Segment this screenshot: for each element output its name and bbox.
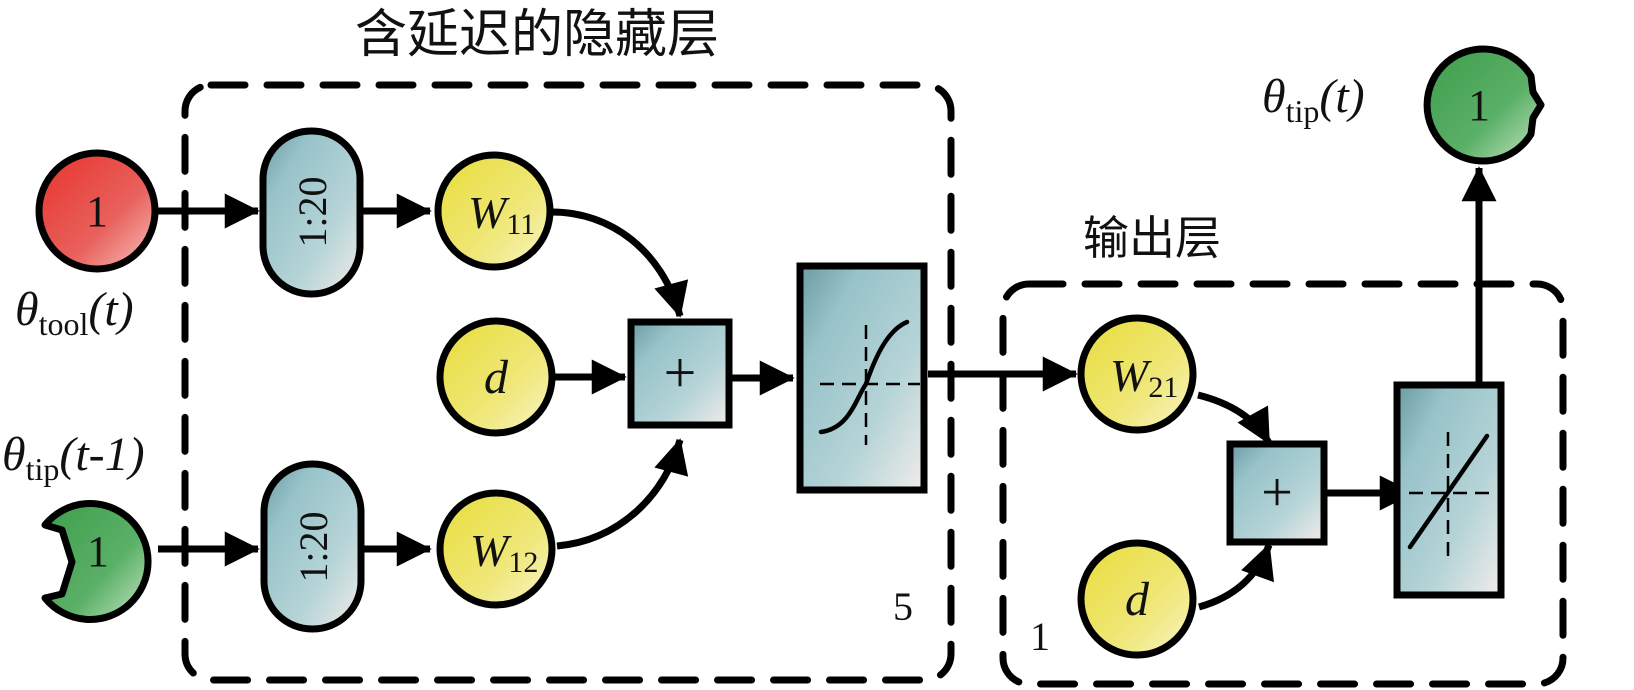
linear-line-icon [1407,433,1490,550]
bias-node-hidden: d [436,317,556,437]
output-label-theta: θ [1262,70,1286,123]
w11-label: W11 [468,187,535,241]
output-node-value: 1 [1468,81,1490,130]
sum-block-hidden: + [627,318,733,429]
delay-block-2-label: 1:20 [291,511,336,582]
output-layer-box [999,280,1567,688]
hidden-layer-box [181,81,955,684]
input-tip-label-sub: tip [26,451,60,487]
output-label: θtip(t) [1262,70,1365,129]
delay-block-1: 1:20 [259,127,364,298]
output-node-tip: 1 [1423,45,1545,165]
sigmoid-curve-icon [818,319,910,435]
bias-hidden-label: d [484,351,509,404]
weight-node-w21: W21 [1077,314,1197,434]
hidden-layer-size: 5 [893,584,913,629]
edge-w11-to-sum1 [551,208,689,318]
hidden-layer-title: 含延迟的隐藏层 [355,5,719,65]
input-tool-label: θtool(t) [15,283,134,342]
input-tool-label-arg: (t) [88,283,133,336]
edge-d-to-sum2 [1198,543,1274,611]
input-node-tip-feedback: 1 [41,500,152,623]
w12-label: W12 [470,525,538,579]
bias-output-label: d [1125,573,1150,626]
sigmoid-transfer-block [796,262,928,494]
input-node-tip-value: 1 [87,527,109,576]
weight-node-w12: W12 [436,489,556,609]
connections [158,166,1497,611]
delay-block-2: 1:20 [260,460,365,633]
sum-block-output: + [1226,440,1328,546]
input-tip-label-arg: (t-1) [59,428,144,481]
output-label-arg: (t) [1319,70,1364,123]
sum-output-symbol: + [1261,462,1293,524]
input-tool-label-sub: tool [39,306,89,342]
linear-transfer-block [1393,381,1505,599]
delay-block-1-label: 1:20 [290,176,335,247]
weight-node-w11: W11 [434,151,554,271]
input-node-tool-value: 1 [86,187,108,236]
sum-hidden-symbol: + [664,340,697,405]
bias-node-output: d [1077,539,1197,659]
w21-label: W21 [1110,350,1178,404]
input-tip-label: θtip(t-1) [2,428,145,487]
input-node-tool: 1 [35,149,159,273]
output-layer-title: 输出层 [1083,211,1221,265]
input-tip-label-theta: θ [2,428,26,481]
input-tool-label-theta: θ [15,283,39,336]
output-layer-size: 1 [1030,614,1050,659]
edge-w21-to-sum2 [1197,391,1273,445]
edge-w12-to-sum1 [556,438,689,550]
output-label-sub: tip [1286,93,1320,129]
